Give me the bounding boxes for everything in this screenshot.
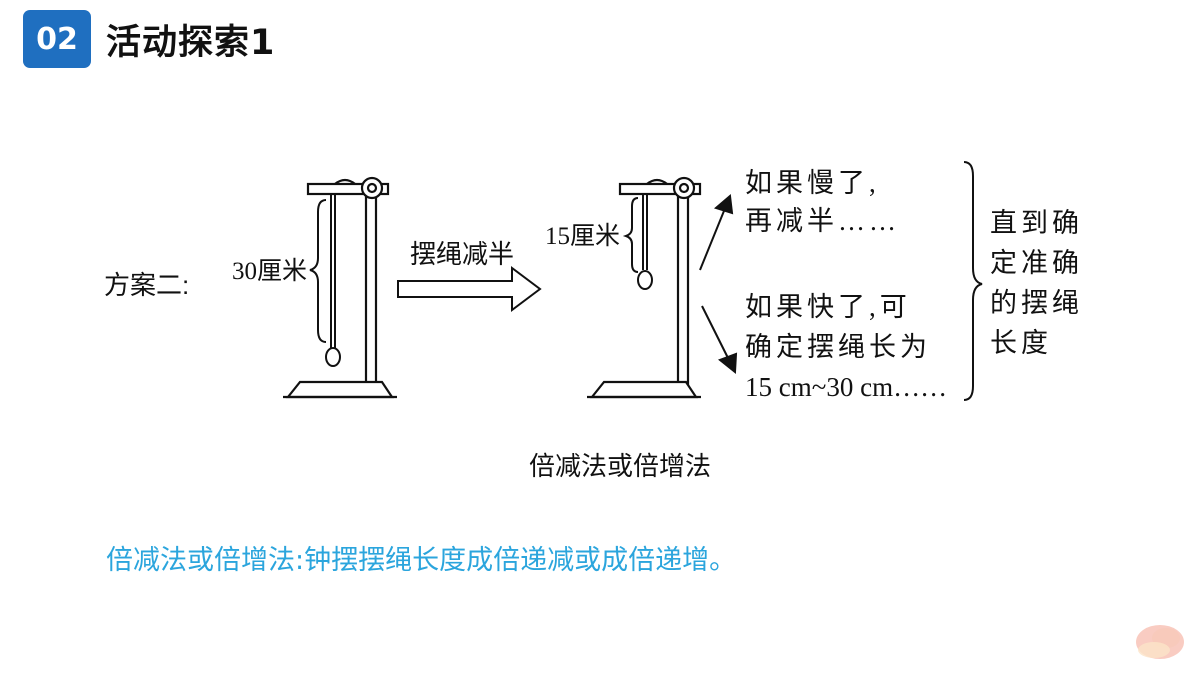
right-arrow — [397, 266, 542, 312]
if-fast-line-3: 15 cm~30 cm…… — [745, 372, 947, 402]
definition-text: 倍减法或倍增法:钟摆摆绳长度成倍递减或成倍递增。 — [106, 545, 737, 576]
section-number-badge: 02 — [23, 10, 91, 68]
result-line-3: 的摆绳 — [990, 288, 1083, 318]
brace-left — [309, 199, 327, 343]
branch-arrow-down — [701, 305, 738, 374]
plan-label: 方案二: — [104, 270, 189, 300]
if-fast-line-1: 如果快了,可 — [745, 292, 911, 322]
arrow-label: 摆绳减半 — [410, 240, 514, 269]
diagram-caption: 倍减法或倍增法 — [528, 452, 711, 482]
length-label-15cm: 15厘米 — [545, 222, 620, 250]
if-slow-line-1: 如果慢了, — [745, 168, 880, 198]
if-slow-line-2: 再减半…… — [745, 206, 900, 236]
if-fast-line-2: 确定摆绳长为 — [745, 332, 931, 362]
pendulum-right — [637, 193, 653, 290]
decorative-blossom-icon — [1136, 625, 1184, 659]
length-label-30cm: 30厘米 — [232, 257, 307, 285]
page-title: 活动探索1 — [106, 23, 276, 63]
pendulum-left — [325, 193, 341, 367]
result-line-4: 长度 — [990, 328, 1052, 358]
result-brace — [963, 161, 983, 401]
result-line-1: 直到确 — [990, 208, 1083, 238]
branch-arrow-up — [699, 194, 734, 271]
pendulum-stand-left — [283, 176, 397, 399]
result-line-2: 定准确 — [990, 248, 1083, 278]
pendulum-stand-right — [587, 176, 702, 399]
brace-right — [622, 197, 639, 273]
